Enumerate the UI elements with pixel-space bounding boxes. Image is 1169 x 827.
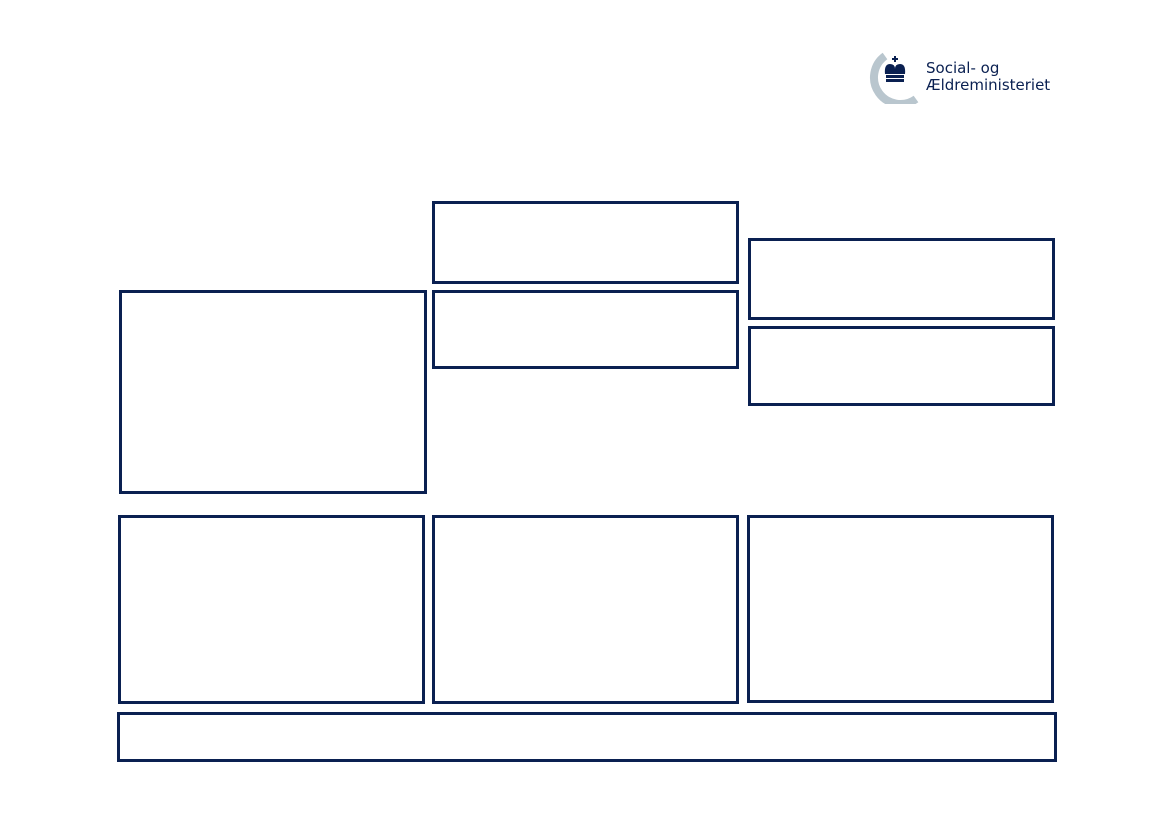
- box-top-center-lower: [432, 290, 739, 369]
- logo-emblem: [870, 52, 919, 104]
- logo-line-2: Ældreministeriet: [926, 76, 1051, 94]
- box-bottom-right: [747, 515, 1054, 703]
- box-footer-bar: [117, 712, 1057, 762]
- logo-text: Social- og Ældreministeriet: [926, 60, 1050, 94]
- box-bottom-center: [432, 515, 739, 704]
- logo-arc: [870, 52, 919, 104]
- logo-line-1: Social- og: [926, 59, 1000, 77]
- box-top-right-lower: [748, 326, 1055, 406]
- box-top-center-upper: [432, 201, 739, 284]
- box-bottom-left: [118, 515, 425, 704]
- box-left-main: [119, 290, 427, 494]
- ministry-logo: Social- og Ældreministeriet: [868, 52, 1058, 104]
- crown-icon: [884, 56, 906, 82]
- box-top-right-upper: [748, 238, 1055, 320]
